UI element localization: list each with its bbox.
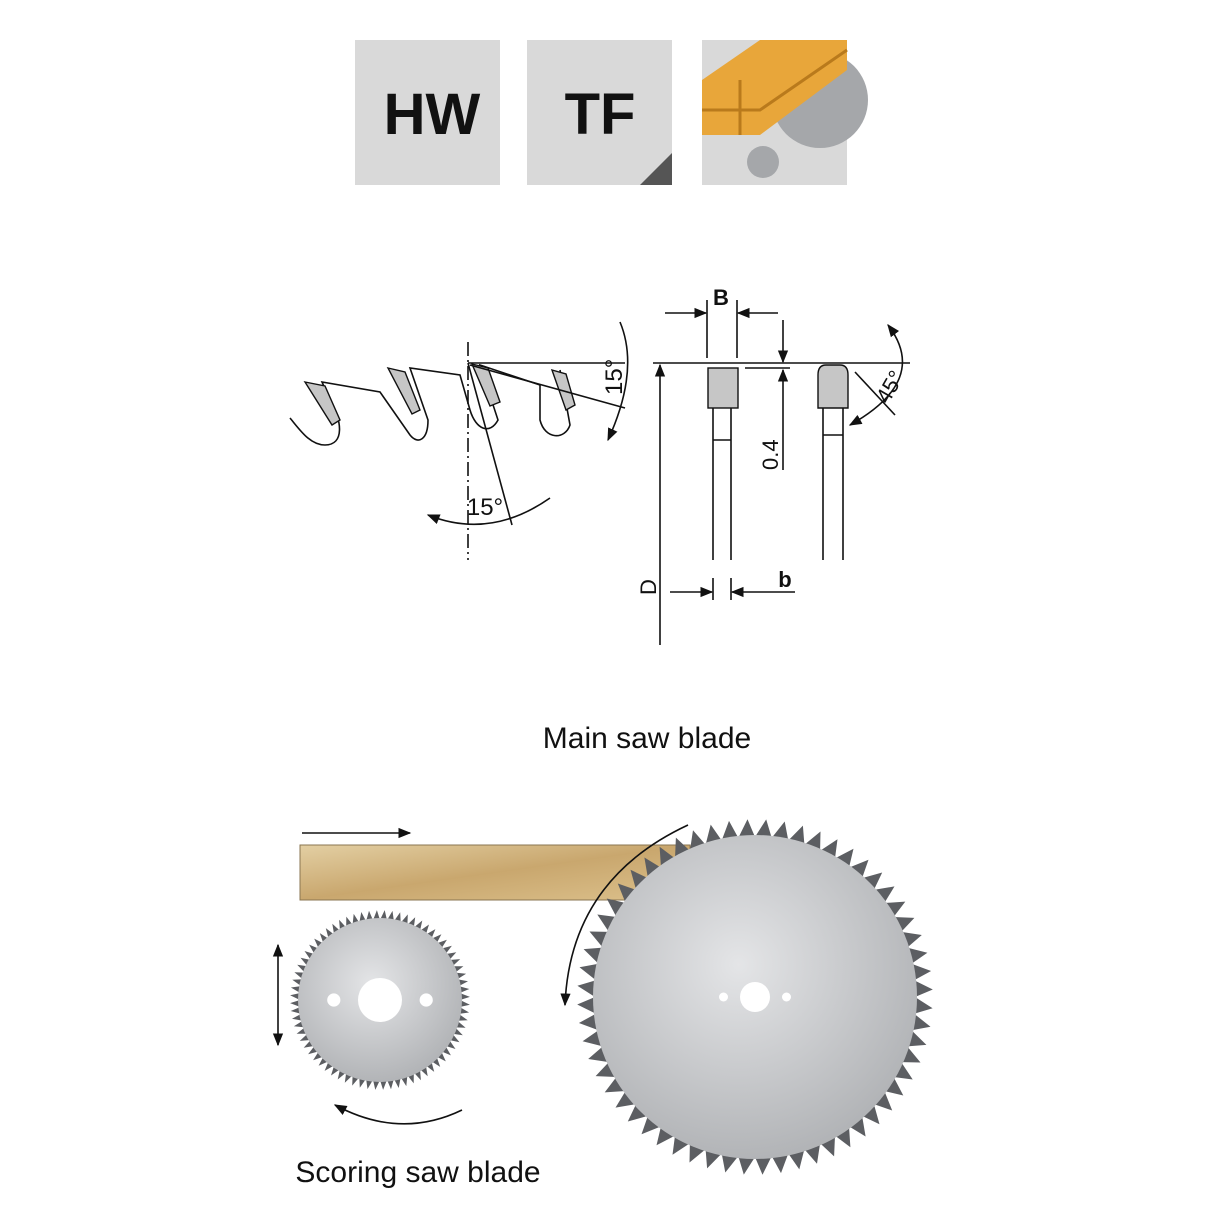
blade-bore xyxy=(740,982,770,1012)
plate-label: b xyxy=(778,567,791,592)
pin-hole xyxy=(782,992,791,1002)
tf-label: TF xyxy=(565,82,636,147)
clearance-angle-label: 15° xyxy=(467,494,503,521)
kerf-label: B xyxy=(713,285,729,310)
pin-hole xyxy=(419,993,433,1007)
hook-angle-label: 15° xyxy=(601,359,628,395)
main-blade xyxy=(577,819,933,1175)
hw-tile: HW xyxy=(355,40,500,185)
tf-tile: TF xyxy=(527,40,672,185)
tooth-shape-icon xyxy=(640,153,672,185)
hw-label: HW xyxy=(384,82,481,147)
cutting-illustration xyxy=(272,819,933,1175)
panel-sizing-icon xyxy=(702,40,868,185)
pin-hole xyxy=(719,992,728,1002)
main-rotation-arrow xyxy=(560,824,689,1007)
diameter-label: D xyxy=(636,579,661,595)
scoring-rotation-arrow xyxy=(333,1104,463,1125)
scoring-blade xyxy=(290,910,470,1090)
tooth-profile-drawing: 15° 15° xyxy=(289,321,629,560)
chamfer-label: 0.4 xyxy=(758,439,783,470)
kerf-drawing: D B b 0.4 45° xyxy=(636,285,910,645)
pin-hole xyxy=(327,993,341,1007)
blade-bore xyxy=(358,978,402,1022)
scoring-saw-caption: Scoring saw blade xyxy=(295,1156,540,1189)
main-saw-caption: Main saw blade xyxy=(543,722,751,755)
bevel-angle-label: 45° xyxy=(871,366,909,407)
